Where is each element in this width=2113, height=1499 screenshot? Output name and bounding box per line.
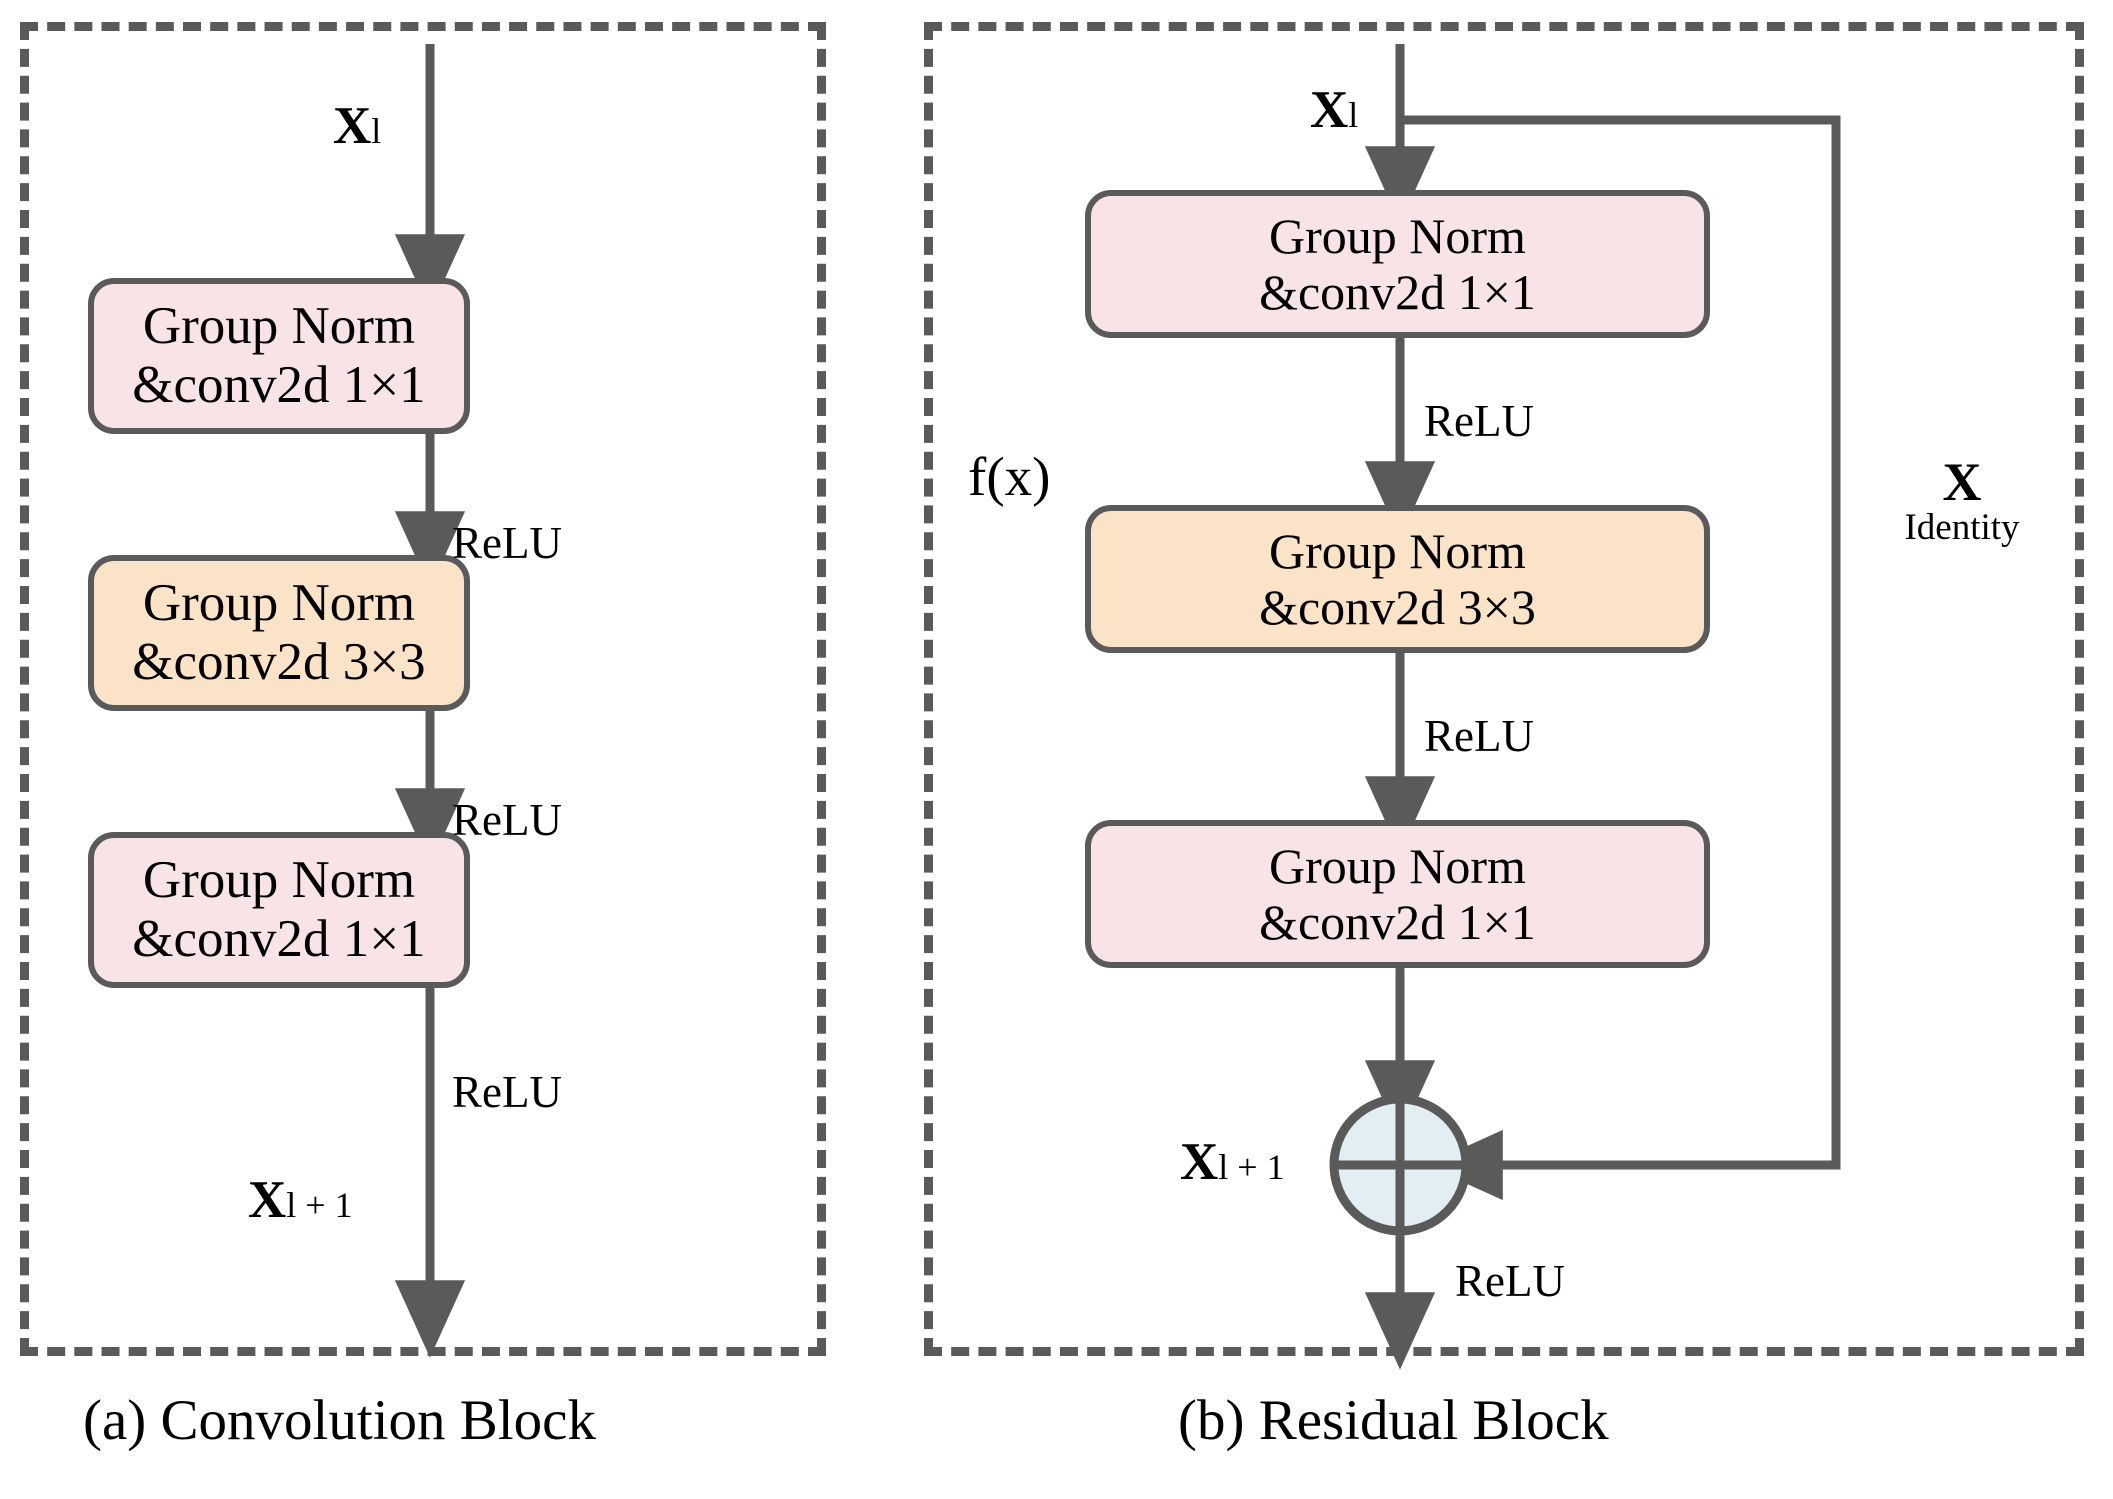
residual-block-node-2[interactable]: Group Norm &conv2d 3×3 (1085, 505, 1710, 653)
node-line-1: Group Norm (142, 296, 416, 355)
identity-text: Identity (1904, 507, 2020, 548)
node-line-2: &conv2d 3×3 (1259, 579, 1536, 635)
identity-skip-label: X Identity (1862, 455, 2062, 546)
identity-symbol: X (1942, 452, 1982, 512)
residual-branch-function-label: f(x) (968, 446, 1051, 507)
panel-a-dashed-border (20, 22, 826, 1356)
conv-block-relu-3: ReLU (452, 1067, 562, 1117)
conv-block-node-3[interactable]: Group Norm &conv2d 1×1 (88, 832, 470, 988)
output-subscript: l + 1 (1218, 1147, 1285, 1187)
input-subscript: l (1348, 95, 1359, 135)
conv-block-output-label: Xl + 1 (248, 1170, 353, 1230)
panel-residual-block (924, 22, 2084, 1356)
residual-block-node-3[interactable]: Group Norm &conv2d 1×1 (1085, 820, 1710, 968)
caption-panel-a: (a) Convolution Block (83, 1389, 596, 1452)
node-line-1: Group Norm (1269, 838, 1526, 894)
caption-panel-b: (b) Residual Block (1178, 1389, 1609, 1452)
input-symbol: X (1310, 81, 1349, 139)
node-line-1: Group Norm (1269, 208, 1526, 264)
node-line-2: &conv2d 3×3 (132, 633, 426, 691)
node-line-2: &conv2d 1×1 (132, 356, 426, 414)
conv-block-node-1[interactable]: Group Norm &conv2d 1×1 (88, 278, 470, 434)
node-line-2: &conv2d 1×1 (132, 910, 426, 968)
input-subscript: l (371, 111, 382, 151)
node-line-1: Group Norm (1269, 523, 1526, 579)
residual-block-relu-3: ReLU (1455, 1256, 1565, 1306)
conv-block-node-2[interactable]: Group Norm &conv2d 3×3 (88, 555, 470, 711)
output-subscript: l + 1 (286, 1185, 353, 1225)
panel-convolution-block (20, 22, 826, 1356)
output-symbol: X (1180, 1133, 1219, 1191)
residual-block-node-1[interactable]: Group Norm &conv2d 1×1 (1085, 190, 1710, 338)
residual-block-input-label: Xl (1310, 80, 1358, 140)
conv-block-input-label: Xl (333, 96, 381, 156)
node-line-1: Group Norm (142, 573, 416, 632)
residual-block-relu-1: ReLU (1424, 396, 1534, 446)
input-symbol: X (333, 97, 372, 155)
output-symbol: X (248, 1171, 287, 1229)
residual-block-relu-2: ReLU (1424, 711, 1534, 761)
residual-block-output-label: Xl + 1 (1180, 1132, 1285, 1192)
conv-block-relu-1: ReLU (452, 518, 562, 568)
conv-block-relu-2: ReLU (452, 795, 562, 845)
panel-b-dashed-border (924, 22, 2084, 1356)
node-line-1: Group Norm (142, 850, 416, 909)
node-line-2: &conv2d 1×1 (1259, 264, 1536, 320)
node-line-2: &conv2d 1×1 (1259, 894, 1536, 950)
